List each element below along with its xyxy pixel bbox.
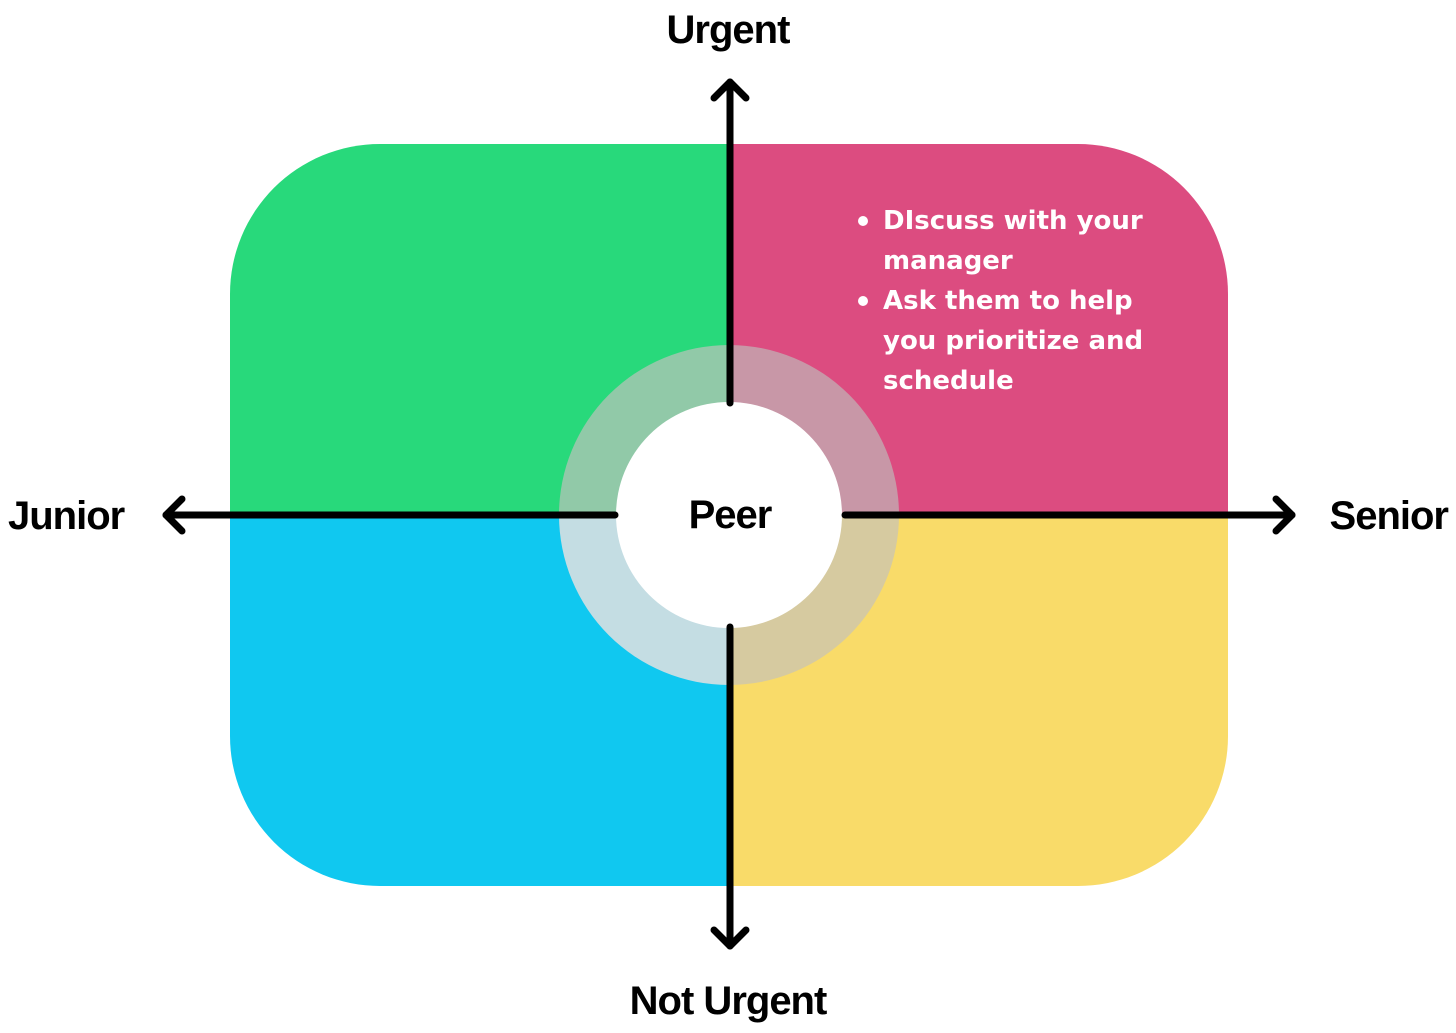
arrow-left-icon (162, 495, 186, 535)
arrow-down-icon (710, 926, 750, 950)
center-circle (616, 402, 842, 628)
axis-label-senior: Senior (1329, 494, 1449, 538)
list-item: DIscuss with your manager (855, 201, 1175, 281)
axis-label-junior: Junior (8, 494, 125, 538)
senior-urgent-advice-list: DIscuss with your manager Ask them to he… (855, 201, 1175, 401)
ring-segment-bottom-right (729, 515, 899, 685)
axis-label-not-urgent: Not Urgent (629, 979, 828, 1023)
ring-segment-top-right (729, 345, 899, 515)
center-label-peer: Peer (688, 492, 773, 537)
ring-segment-bottom-left (559, 515, 729, 685)
arrow-up-icon (710, 78, 750, 102)
list-item: Ask them to help you prioritize and sche… (855, 281, 1175, 401)
arrow-right-icon (1272, 495, 1296, 535)
axis-label-urgent: Urgent (666, 8, 791, 52)
ring-segment-top-left (559, 345, 729, 515)
